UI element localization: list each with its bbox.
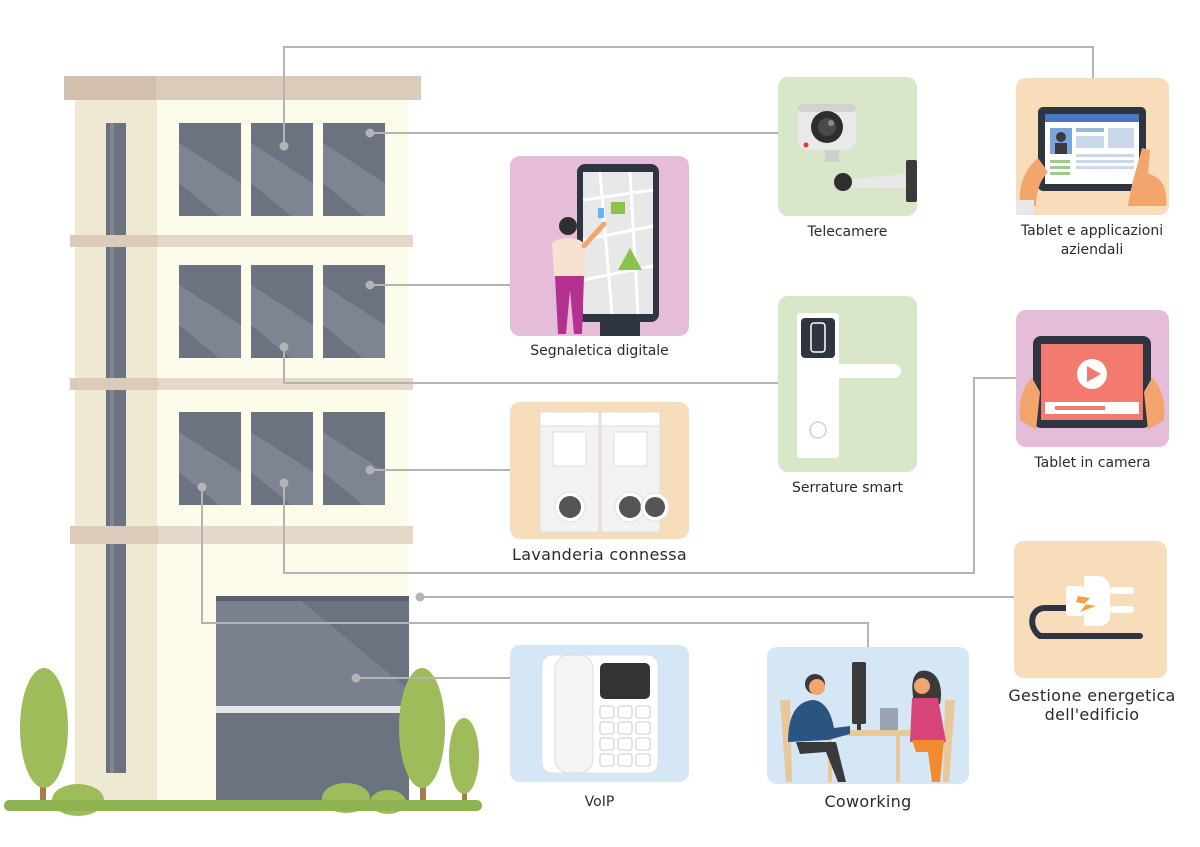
card-tablet-camera [1016, 310, 1169, 447]
ground [4, 800, 482, 811]
tablet-video-icon [1019, 336, 1165, 430]
label-voip: VoIP [584, 794, 615, 810]
connector-tablet-app [283, 46, 1094, 146]
security-camera-icon [798, 104, 917, 202]
label-serrature: Serrature smart [792, 480, 903, 496]
building-windows [179, 123, 385, 505]
coworking-people-icon [780, 662, 955, 782]
card-telecamere [778, 77, 917, 216]
label-energia: Gestione energetica dell'edificio [1008, 686, 1176, 724]
digital-map-sign-icon [552, 164, 659, 336]
desk-phone-icon [541, 654, 659, 774]
connector-serrature [283, 347, 778, 384]
connector-dots [197, 128, 425, 683]
card-voip [510, 645, 689, 782]
label-telecamere: Telecamere [807, 224, 888, 240]
label-segnaletica: Segnaletica digitale [530, 343, 669, 359]
card-serrature [778, 296, 917, 472]
smart-lock-icon [797, 313, 901, 458]
card-lavanderia [510, 402, 689, 539]
card-tablet-app [1016, 78, 1169, 215]
label-tablet-camera: Tablet in camera [1034, 455, 1151, 471]
label-coworking: Coworking [824, 792, 912, 811]
card-energia [1014, 541, 1167, 678]
tablet-browser-icon [1016, 107, 1167, 215]
connectors [201, 46, 1094, 679]
connector-tablet-camera [283, 377, 1016, 574]
building-entrance [216, 596, 409, 806]
washing-machine-icon [539, 411, 670, 533]
connector-coworking [201, 487, 869, 647]
label-tablet-app: Tablet e applicazioni aziendali [1020, 223, 1164, 258]
power-plug-icon [1029, 576, 1143, 639]
card-coworking [767, 647, 969, 784]
card-segnaletica [510, 156, 689, 336]
label-lavanderia: Lavanderia connessa [512, 545, 687, 564]
